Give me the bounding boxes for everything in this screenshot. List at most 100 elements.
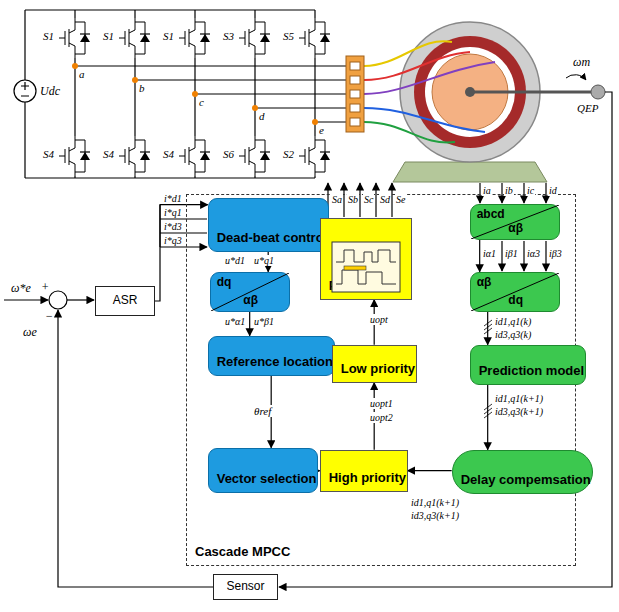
node-body: abcdαβ	[471, 205, 559, 239]
process-box: Reference location	[208, 336, 335, 376]
node-body: Delay compemsation	[453, 451, 592, 493]
signal-label: Udc	[39, 85, 61, 98]
signal-label: id1,q1(k)	[494, 316, 532, 327]
signal-label: θref	[253, 405, 272, 417]
signal-label: ib	[504, 185, 514, 196]
signal-arrow	[487, 385, 488, 450]
node-label: High priority	[329, 471, 406, 486]
signal-label: ia	[482, 185, 492, 196]
process-box: Low priority	[332, 345, 417, 383]
signal-label: iβ3	[548, 248, 563, 259]
node-label: PWM	[329, 279, 361, 294]
node-label: Vector selection	[217, 472, 317, 487]
signal-label: S3	[222, 30, 235, 42]
signal-label: Se	[395, 194, 406, 205]
signal-label: u*α1	[224, 316, 246, 327]
signal-label: iα1	[482, 248, 497, 259]
signal-label: S4	[42, 148, 55, 160]
signal-label: S1	[102, 30, 115, 42]
node-label: dq	[217, 276, 232, 306]
node-body: Vector selection	[209, 449, 317, 492]
signal-label: id3,q3(k+1)	[494, 406, 544, 417]
signal-arrow	[479, 240, 480, 272]
signal-label: id3,q3(k)	[494, 329, 532, 340]
node-label: Reference location	[217, 355, 333, 370]
signal-label: ω*e	[10, 282, 32, 295]
signal-label: id	[548, 185, 558, 196]
transform-box: dqαβ	[210, 272, 290, 312]
signal-label: i*d1	[163, 193, 183, 204]
signal-label: c	[198, 96, 205, 108]
signal-arrow	[408, 470, 452, 471]
signal-arrow	[487, 312, 488, 345]
node-label: Delay compemsation	[461, 473, 591, 488]
signal-label: e	[318, 124, 325, 136]
node-label: Dead-beat control	[217, 231, 328, 246]
signal-label: id3,q3(k+1)	[410, 510, 460, 521]
signal-label: id1,q1(k+1)	[494, 393, 544, 404]
signal-label: S1	[42, 30, 55, 42]
node-body: Low priority	[333, 346, 416, 382]
signal-label: u*d1	[224, 255, 246, 266]
signal-label: S1	[162, 30, 175, 42]
signal-label: +	[40, 281, 50, 294]
node-body: PWM	[321, 219, 411, 299]
node-body: dqαβ	[211, 273, 289, 311]
signal-arrow	[155, 205, 208, 301]
node-body: αβdq	[471, 273, 559, 311]
signal-label: ic	[526, 185, 535, 196]
signal-label: Sd	[379, 194, 391, 205]
signal-label: ωe	[22, 326, 38, 339]
signal-label: i*q1	[163, 207, 183, 218]
transform-box: αβdq	[470, 272, 560, 312]
node-body: Dead-beat control	[209, 199, 328, 251]
node-label: abcd	[477, 208, 505, 234]
node-label: αβ	[479, 222, 553, 236]
process-box: Vector selection	[208, 448, 318, 493]
inverter-circuit	[14, 10, 346, 178]
signal-label: ωm	[572, 56, 591, 69]
phase-nodes	[72, 63, 318, 125]
motor	[346, 22, 605, 182]
signal-label: Sc	[363, 194, 374, 205]
node-label: Low priority	[341, 362, 415, 377]
node-body: ASR	[96, 287, 154, 315]
signal-label: S4	[102, 148, 115, 160]
node-label: αβ	[219, 294, 283, 308]
signal-label: Sa	[331, 194, 343, 205]
signal-label: u*β1	[253, 316, 275, 327]
signal-arrow	[249, 312, 250, 336]
signal-label: S5	[282, 30, 295, 42]
signal-label: id1,q1(k+1)	[410, 497, 460, 508]
node-body: Prediction model	[471, 346, 585, 384]
process-box: Dead-beat control	[208, 198, 329, 252]
signal-label: u*q1	[253, 255, 275, 266]
signal-label: a	[78, 68, 86, 80]
node-body: High priority	[321, 451, 407, 491]
signal-label: Sb	[347, 194, 359, 205]
sensor-box: Sensor	[213, 574, 278, 600]
controller-box: ASR	[95, 286, 155, 316]
node-label: Prediction model	[479, 364, 584, 379]
node-label: Sensor	[226, 580, 264, 594]
signal-label: b	[138, 82, 146, 94]
process-box: Delay compemsation	[452, 450, 593, 494]
signal-label: uopt	[369, 314, 389, 325]
signal-label: uopt1	[369, 398, 394, 409]
signal-label: iα3	[526, 248, 541, 259]
signal-label: i*q3	[163, 235, 183, 246]
signal-label: d	[258, 110, 266, 122]
signal-label: −	[44, 310, 54, 323]
signal-label: i*d3	[163, 221, 183, 232]
signal-label: QEP	[576, 102, 599, 114]
node-label: Cascade MPCC	[195, 545, 290, 560]
igbt-switches	[59, 18, 330, 176]
transform-box: abcdαβ	[470, 204, 560, 240]
pwm-box: PWM	[320, 218, 412, 300]
signal-label: uopt2	[369, 412, 394, 423]
node-body: Reference location	[209, 337, 334, 375]
node-label: αβ	[477, 276, 492, 306]
